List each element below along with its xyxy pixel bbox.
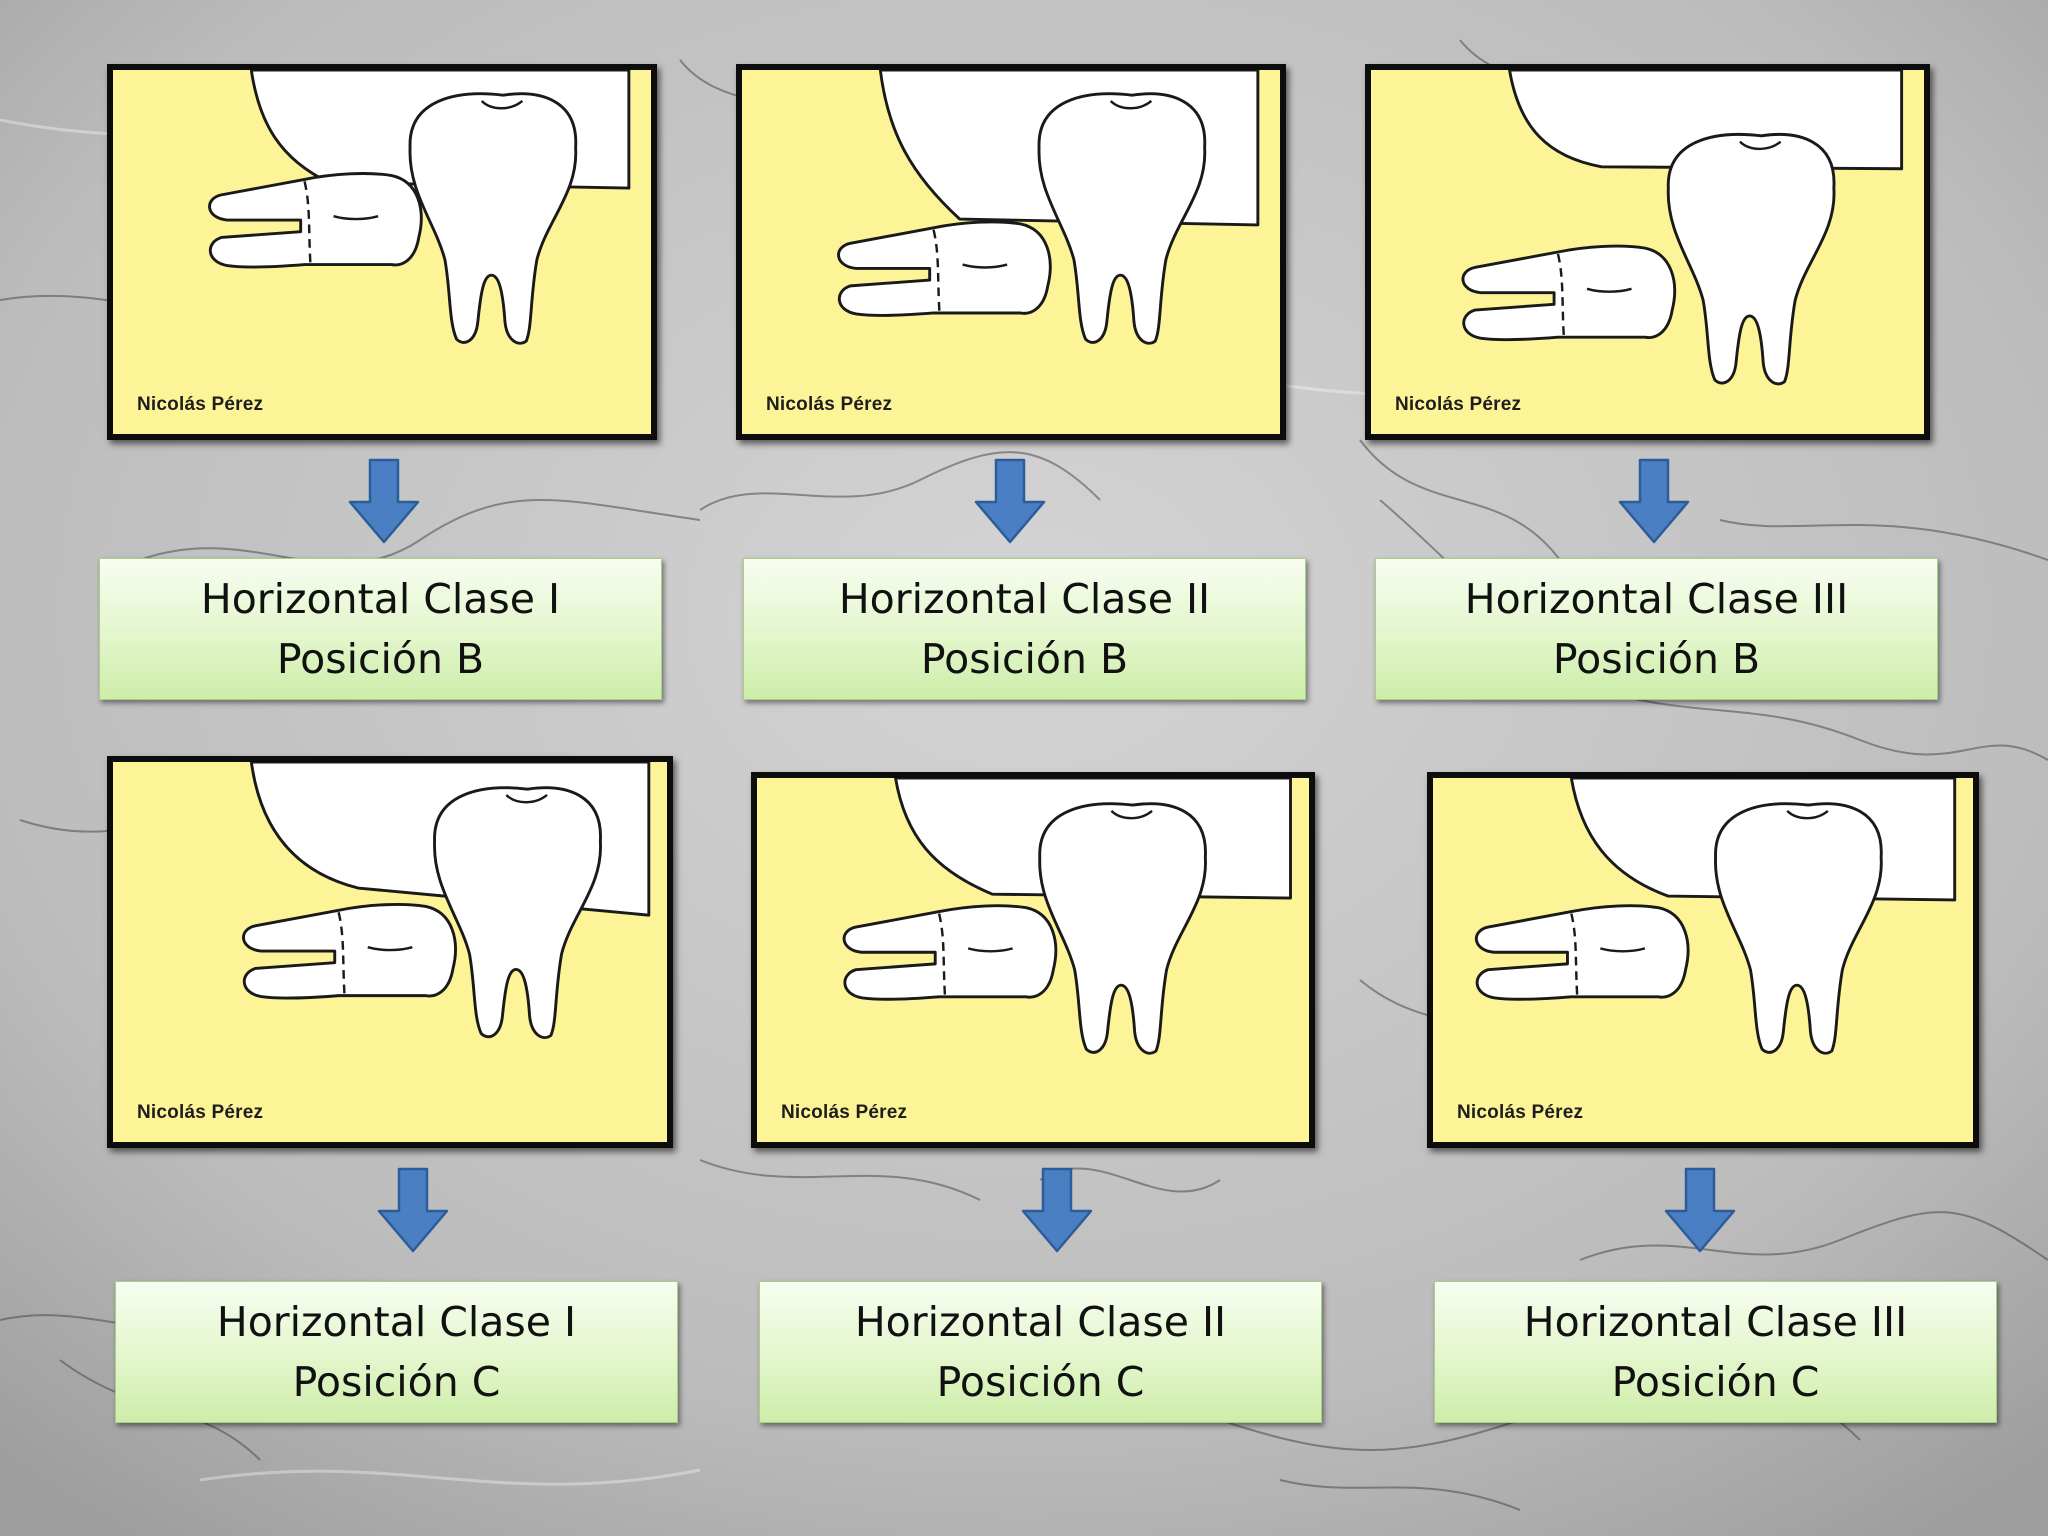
- down-arrow-icon: [348, 458, 420, 544]
- label-line-position: Posición C: [1611, 1358, 1820, 1406]
- diagram-panel-clase-3-posicion-b: Nicolás Pérez: [1365, 64, 1930, 440]
- tooth-illustration: [842, 778, 1292, 1055]
- diagram-panel-clase-2-posicion-b: Nicolás Pérez: [736, 64, 1286, 440]
- diagram-panel-clase-1-posicion-c: Nicolás Pérez: [107, 756, 673, 1148]
- author-credit: Nicolás Pérez: [781, 1102, 908, 1123]
- author-credit: Nicolás Pérez: [1395, 394, 1522, 415]
- classification-label: Horizontal Clase III Posición B: [1375, 558, 1938, 700]
- down-arrow-icon: [1618, 458, 1690, 544]
- label-line-position: Posición C: [292, 1358, 501, 1406]
- tooth-illustration: [1461, 70, 1904, 386]
- tooth-illustration: [242, 762, 651, 1039]
- diagram-panel-clase-3-posicion-c: Nicolás Pérez: [1427, 772, 1979, 1148]
- label-line-position: Posición B: [920, 635, 1129, 683]
- label-line-class: Horizontal Clase III: [1523, 1298, 1908, 1346]
- tooth-illustration: [1475, 778, 1957, 1055]
- author-credit: Nicolás Pérez: [1457, 1102, 1584, 1123]
- classification-label: Horizontal Clase III Posición C: [1434, 1281, 1997, 1423]
- classification-label: Horizontal Clase I Posición B: [99, 558, 662, 700]
- label-line-class: Horizontal Clase III: [1464, 575, 1849, 623]
- down-arrow-icon: [377, 1167, 449, 1253]
- label-line-position: Posición C: [936, 1358, 1145, 1406]
- diagram-panel-clase-2-posicion-c: Nicolás Pérez: [751, 772, 1315, 1148]
- down-arrow-icon: [1021, 1167, 1093, 1253]
- down-arrow-icon: [1664, 1167, 1736, 1253]
- classification-label: Horizontal Clase I Posición C: [115, 1281, 678, 1423]
- tooth-illustration: [837, 70, 1260, 345]
- author-credit: Nicolás Pérez: [766, 394, 893, 415]
- classification-label: Horizontal Clase II Posición B: [743, 558, 1306, 700]
- diagram-panel-clase-1-posicion-b: Nicolás Pérez: [107, 64, 657, 440]
- author-credit: Nicolás Pérez: [137, 394, 264, 415]
- classification-label: Horizontal Clase II Posición C: [759, 1281, 1322, 1423]
- label-line-position: Posición B: [276, 635, 485, 683]
- author-credit: Nicolás Pérez: [137, 1102, 264, 1123]
- label-line-class: Horizontal Clase II: [838, 575, 1211, 623]
- label-line-class: Horizontal Clase I: [216, 1298, 577, 1346]
- label-line-class: Horizontal Clase II: [854, 1298, 1227, 1346]
- tooth-illustration: [208, 70, 631, 345]
- down-arrow-icon: [974, 458, 1046, 544]
- label-line-class: Horizontal Clase I: [200, 575, 561, 623]
- label-line-position: Posición B: [1552, 635, 1761, 683]
